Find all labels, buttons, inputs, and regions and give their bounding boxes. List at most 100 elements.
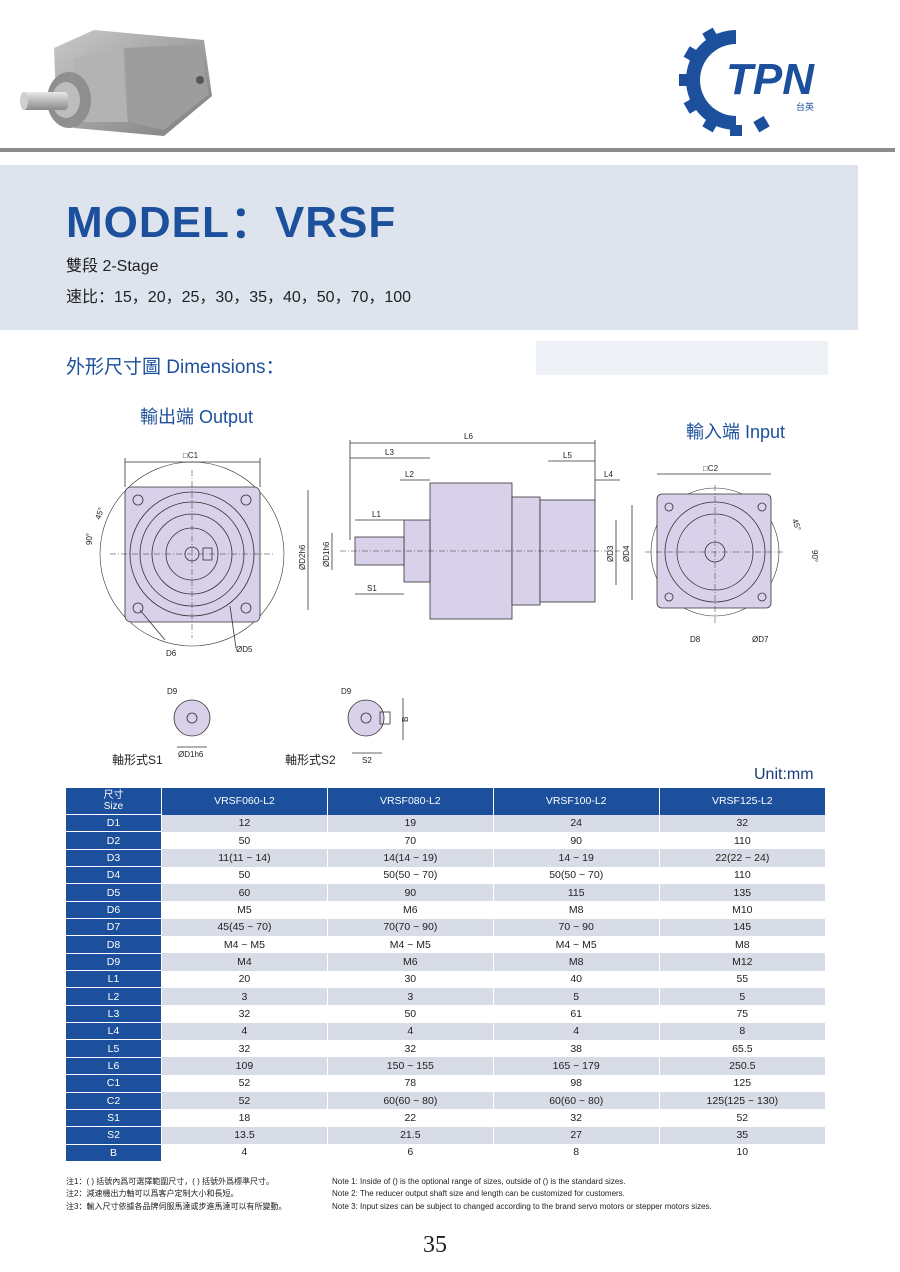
label-d6: D6 [166,649,177,658]
model-title: MODEL：VRSF [66,198,397,247]
table-cell: 8 [659,1022,825,1040]
table-cell: 70(70 ~ 90) [327,918,494,936]
row-label: D6 [66,900,162,919]
row-label: L4 [66,1022,162,1040]
table-cell: 4 [493,1022,660,1040]
notes-chinese: 注1：( ) 括號內爲可選擇範圍尺寸，( ) 括號外爲標準尺寸。 注2：減速機出… [66,1176,326,1213]
table-cell: 50(50 ~ 70) [493,866,660,884]
table-cell: 45(45 ~ 70) [161,918,328,936]
table-cell: 5 [493,987,660,1006]
table-cell: 60(60 ~ 80) [493,1092,660,1110]
title-banner [0,165,858,330]
shaft-s2-caption: 軸形式S2 [285,753,336,767]
table-cell: 32 [161,1039,328,1058]
note-en-2: Note 2: The reducer output shaft size an… [332,1189,625,1199]
dimensions-table: 尺寸 Size VRSF060-L2 VRSF080-L2 VRSF100-L2… [66,788,825,1161]
label-d1-s1: ØD1h6 [178,750,204,759]
row-label: D3 [66,848,162,867]
row-label: D5 [66,883,162,902]
label-c1: □C1 [183,451,199,460]
table-cell: 12 [161,814,328,832]
table-cell: 3 [327,987,494,1006]
table-cell: 75 [659,1005,825,1023]
table-cell: 14 ~ 19 [493,849,660,867]
gearbox-product-photo [20,30,212,136]
note-cn-1: 注1：( ) 括號內爲可選擇範圍尺寸，( ) 括號外爲標準尺寸。 [66,1177,274,1186]
label-d5: ØD5 [236,645,253,654]
row-label: S1 [66,1108,162,1127]
label-d9-s2: D9 [341,687,352,696]
note-cn-3: 注3：輸入尺寸依據各品牌伺服馬達或步進馬達可以有所變動。 [66,1201,287,1211]
table-cell: 165 ~ 179 [493,1057,660,1075]
table-cell: 4 [327,1022,494,1040]
table-cell: 52 [161,1092,328,1110]
table-cell: M10 [659,901,825,919]
table-cell: 32 [327,1039,494,1058]
table-cell: 110 [659,831,825,850]
notes-english: Note 1: Inside of () is the optional ran… [332,1176,832,1213]
table-cell: 98 [493,1074,660,1092]
table-cell: M12 [659,953,825,971]
note-en-3: Note 3: Input sizes can be subject to ch… [332,1201,712,1211]
table-cell: 22(22 ~ 24) [659,849,825,867]
input-label: 輸入端 Input [686,422,786,442]
label-l1: L1 [372,510,381,519]
table-cell: 6 [327,1144,494,1161]
label-d1: ØD1h6 [322,541,331,567]
table-cell: M4 ~ M5 [327,935,494,954]
row-label: C2 [66,1091,162,1110]
table-cell: 50(50 ~ 70) [327,866,494,884]
table-cell: 65.5 [659,1039,825,1058]
row-label: S2 [66,1126,162,1145]
table-cell: 52 [161,1074,328,1092]
table-cell: 8 [493,1144,660,1161]
row-label: B [66,1143,162,1161]
table-cell: 4 [161,1022,328,1040]
table-cell: M8 [493,953,660,971]
table-cell: 50 [161,831,328,850]
table-cell: 70 [327,831,494,850]
row-label: D4 [66,866,162,884]
header-rule [0,148,895,152]
table-cell: 10 [659,1144,825,1161]
table-cell: 35 [659,1126,825,1145]
unit-label: Unit:mm [754,766,814,783]
dimensions-heading: 外形尺寸圖 Dimensions： [66,357,285,378]
table-cell: 22 [327,1109,494,1127]
logo-text: TPN [726,55,815,104]
label-l3: L3 [385,448,394,457]
page-number: 35 [423,1232,447,1258]
table-cell: 125 [659,1074,825,1092]
table-cell: M4 ~ M5 [493,935,660,954]
note-en-1: Note 1: Inside of () is the optional ran… [332,1177,626,1186]
label-s1: S1 [367,584,377,593]
corner-top: 尺寸 [103,790,124,801]
table-cell: M6 [327,953,494,971]
label-d2: ØD2h6 [298,544,307,570]
table-cell: 24 [493,814,660,832]
table-cell: 27 [493,1126,660,1145]
table-cell: 90 [493,831,660,850]
ratio-text: 速比：15，20，25，30，35，40，50，70，100 [66,289,412,306]
table-cell: 18 [161,1109,328,1127]
table-cell: 109 [161,1057,328,1075]
table-cell: 3 [161,987,328,1006]
label-d3: ØD3 [606,545,615,562]
table-cell: 110 [659,866,825,884]
logo-subtext: 台英 [796,101,814,113]
label-c2: □C2 [703,464,719,473]
